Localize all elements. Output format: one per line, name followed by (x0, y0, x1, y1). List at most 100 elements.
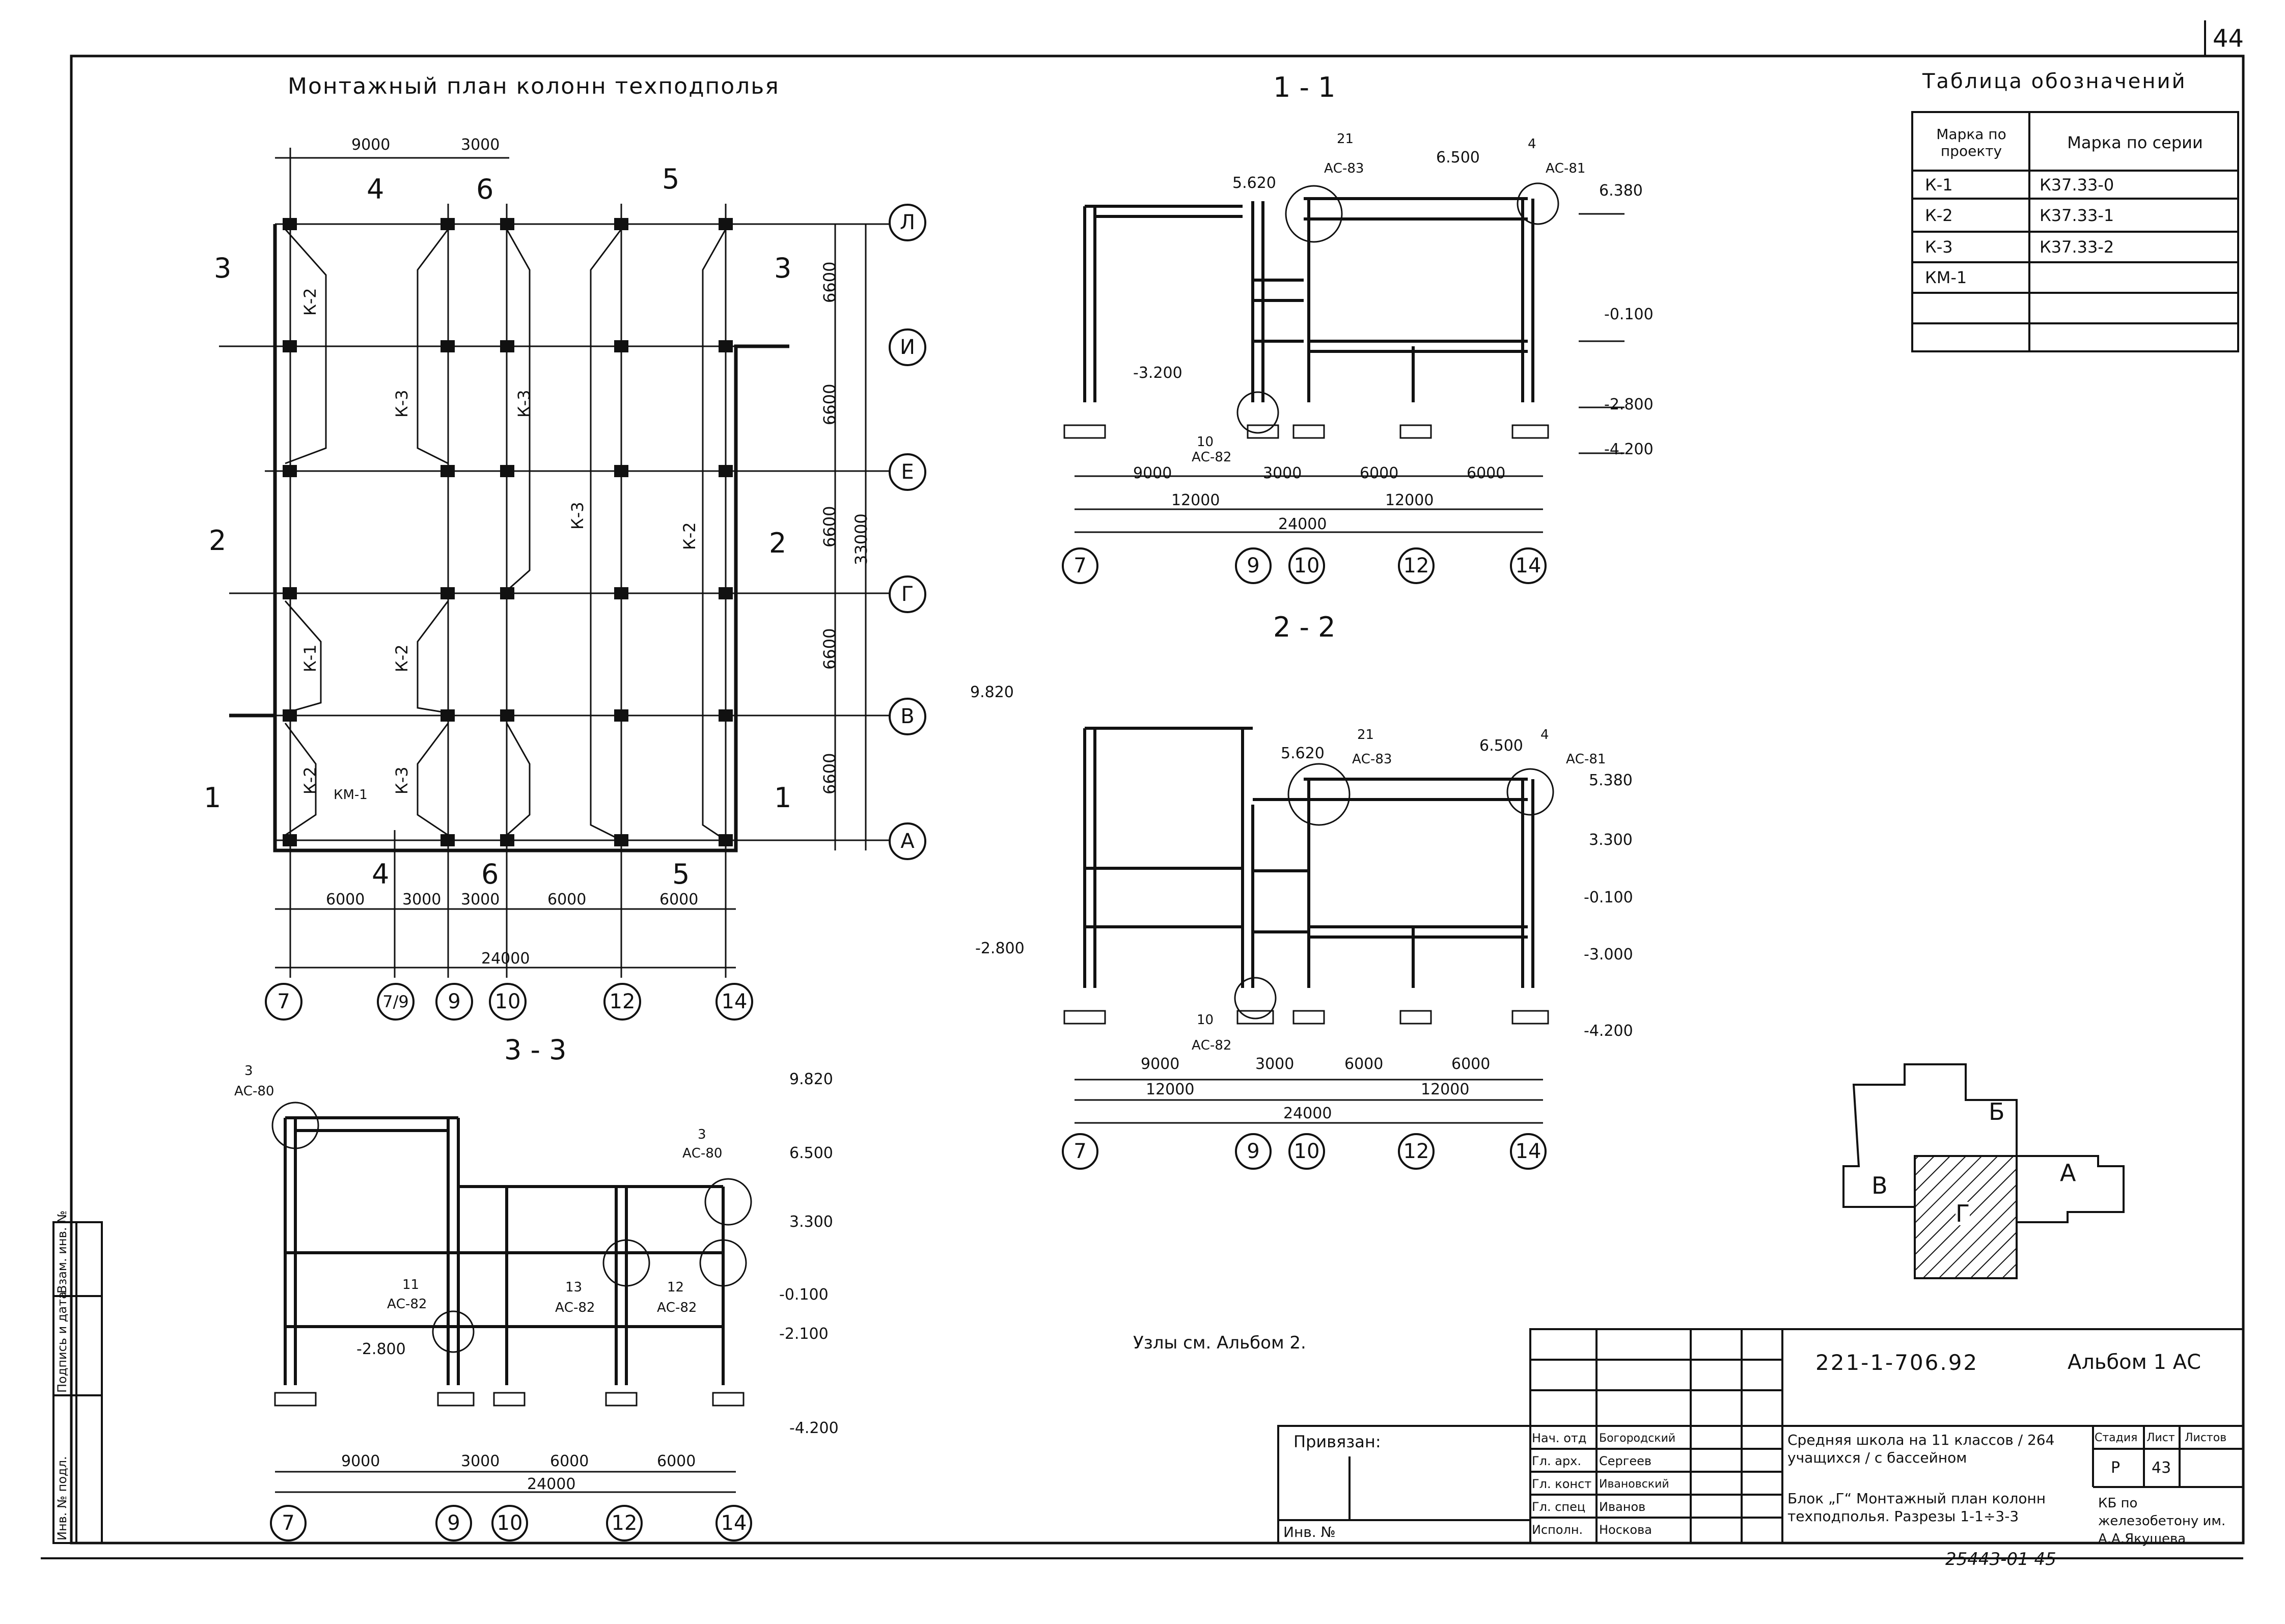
legend-title: Таблица обозначений (1922, 70, 2187, 93)
section-3-3-frame (284, 1116, 725, 1385)
sec22-title: 2 - 2 (1273, 611, 1336, 643)
legend-row4-mark: КМ-1 (1925, 267, 1967, 287)
stamp-role-5: Исполн. (1532, 1523, 1583, 1537)
plan-axis-col-9: 9 (435, 983, 473, 1021)
side-stamp-vzam: Взам. инв. № (55, 1210, 69, 1293)
sec11-dim2-1: 12000 (1171, 491, 1220, 509)
sec11-axis-12: 12 (1398, 547, 1435, 584)
sec22-level-minus3000: -3.000 (1584, 946, 1633, 964)
sheet-number-top: 44 (2213, 24, 2244, 53)
plan-right-dim-1: 6600 (820, 261, 839, 303)
plan-bottom-dim-4: 6000 (547, 891, 587, 909)
plan-axis-col-12: 12 (603, 983, 641, 1021)
sec11-node-21-series: АС-83 (1324, 161, 1364, 176)
sec33-axis-12: 12 (606, 1505, 643, 1542)
keyplan-label-g: Г (1956, 1200, 1970, 1227)
stamp-role-4: Гл. спец (1532, 1500, 1586, 1514)
plan-axis-row-L: Л (889, 204, 926, 241)
sec33-title: 3 - 3 (504, 1034, 567, 1066)
sec22-dim2-2: 12000 (1421, 1081, 1470, 1098)
sec11-level-6380: 6.380 (1599, 182, 1643, 200)
sec11-axis-10: 10 (1288, 547, 1325, 584)
sec33-axis-14: 14 (715, 1505, 752, 1542)
plan-right-dim-4: 6600 (820, 628, 839, 670)
plan-col-label-k3-a: К-3 (392, 390, 411, 418)
sec22-axis-10: 10 (1288, 1133, 1325, 1170)
sec33-level-minus0100: -0.100 (779, 1286, 829, 1304)
plan-axis-row-G: Г (889, 575, 926, 613)
plan-col-label-km1: КМ-1 (334, 787, 368, 803)
sec33-dim-3: 6000 (550, 1452, 589, 1470)
plan-top-mark-6: 6 (476, 173, 494, 205)
sec22-total: 24000 (1283, 1105, 1332, 1122)
plan-section-mark-3-left: 3 (214, 252, 232, 284)
stamp-org: КБ по железобетону им. А.А.Якушева (2098, 1496, 2226, 1547)
stamp-role-3: Гл. конст (1532, 1477, 1592, 1491)
stamp-role-1: Нач. отд (1532, 1431, 1587, 1445)
sec22-level-minus4200: -4.200 (1584, 1022, 1633, 1040)
sec33-node-11-series: АС-82 (387, 1297, 427, 1312)
stamp-stage: Р (2111, 1459, 2121, 1477)
sec11-level-minus3200: -3.200 (1133, 364, 1182, 382)
sec11-node-10: 10 (1197, 434, 1214, 450)
plan-top-dim-2: 3000 (461, 136, 500, 154)
key-plan-outline (1842, 1063, 2125, 1279)
plan-right-dim-5: 6600 (820, 753, 839, 794)
sec11-node-21: 21 (1337, 131, 1354, 147)
sec22-dim2-1: 12000 (1146, 1081, 1195, 1098)
title-block-grid (1277, 1328, 2244, 1544)
nodes-note: Узлы см. Альбом 2. (1133, 1333, 1306, 1353)
sec33-axis-9: 9 (435, 1505, 472, 1542)
plan-bottom-total: 24000 (481, 950, 530, 968)
sec11-node-4-series: АС-81 (1546, 161, 1586, 176)
sec22-level-9820: 9.820 (970, 683, 1014, 701)
stamp-name-4: Иванов (1599, 1500, 1646, 1514)
side-stamp-signature: Подпись и дата (55, 1291, 69, 1393)
sec33-axis-7: 7 (270, 1505, 307, 1542)
sec22-level-3300: 3.300 (1589, 831, 1633, 849)
plan-section-mark-2-right: 2 (769, 527, 787, 559)
stamp-album: Альбом 1 АС (2068, 1351, 2201, 1374)
sec11-level-6500: 6.500 (1436, 149, 1480, 167)
plan-col-label-k3-b: К-3 (514, 390, 534, 418)
sec33-node-3-right-series: АС-80 (682, 1146, 723, 1161)
sec22-node-10-series: АС-82 (1192, 1038, 1232, 1053)
plan-axis-col-14: 14 (715, 983, 753, 1021)
plan-top-mark-5: 5 (662, 163, 680, 195)
legend-row3-mark: К-3 (1925, 237, 1953, 257)
sec33-node-13: 13 (565, 1280, 583, 1295)
legend-table-grid (1911, 111, 2239, 352)
sec22-dim-3: 6000 (1344, 1055, 1384, 1073)
stamp-bound: Привязан: (1293, 1432, 1381, 1451)
sec11-node-10-series: АС-82 (1192, 450, 1232, 465)
plan-col-label-k2-d: К-2 (300, 766, 320, 794)
legend-row1-series: К37.33-0 (2040, 175, 2114, 195)
sec22-dim-1: 9000 (1141, 1055, 1180, 1073)
sec11-dim-3: 6000 (1360, 464, 1399, 482)
plan-bottom-dim-3: 3000 (461, 891, 500, 909)
sec33-node-3-left-series: АС-80 (234, 1084, 274, 1099)
plan-columns (283, 218, 733, 846)
legend-header-project: Марка по проекту (1936, 125, 2006, 159)
sec11-level-minus2800: -2.800 (1604, 396, 1654, 414)
stamp-archive: 25443-01 45 (1945, 1549, 2056, 1570)
sec33-level-minus2100: -2.100 (779, 1325, 829, 1343)
legend-row3-series: К37.33-2 (2040, 237, 2114, 257)
plan-bottom-dim-2: 3000 (402, 891, 442, 909)
sec22-axis-12: 12 (1398, 1133, 1435, 1170)
plan-title: Монтажный план колонн техподполья (288, 73, 780, 99)
plan-right-dim-2: 6600 (820, 383, 839, 425)
plan-section-mark-1-left: 1 (204, 782, 222, 814)
plan-bottom-mark-5: 5 (672, 858, 690, 890)
sec33-node-13-series: АС-82 (555, 1300, 595, 1315)
sec33-node-12: 12 (667, 1280, 684, 1295)
plan-section-mark-1-right: 1 (774, 782, 792, 814)
stamp-stage-header: Стадия (2095, 1431, 2138, 1444)
legend-header-series: Марка по серии (2067, 132, 2203, 152)
keyplan-label-a: А (2060, 1159, 2076, 1187)
stamp-sheet-header: Лист (2146, 1431, 2175, 1444)
stamp-name-5: Носкова (1599, 1523, 1652, 1537)
sec22-axis-7: 7 (1062, 1133, 1098, 1170)
section-1-1-frame (1083, 197, 1534, 402)
